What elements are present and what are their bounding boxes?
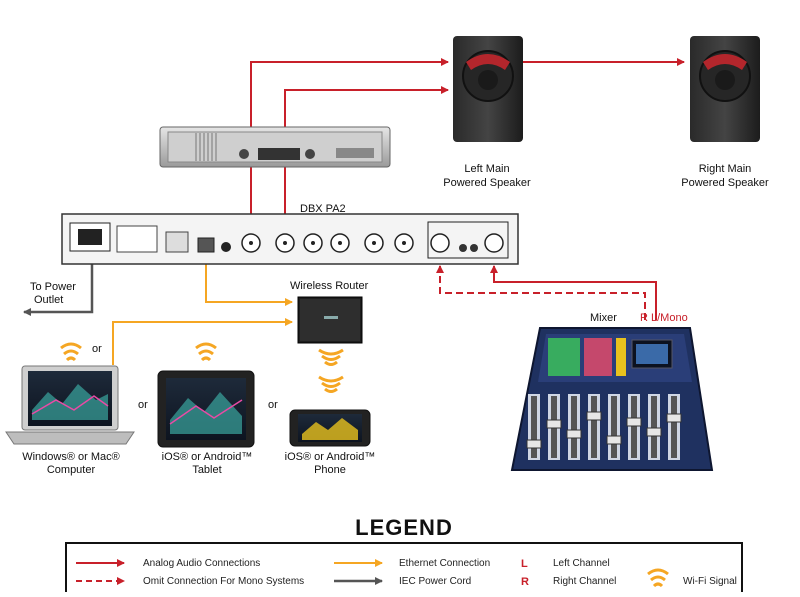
legend-analog: Analog Audio Connections: [143, 558, 260, 569]
wifi-icon: [59, 342, 83, 362]
dbx-label: DBX PA2: [300, 203, 346, 215]
amplifier-vents: [195, 133, 217, 161]
right-speaker-label: Right Main: [699, 163, 752, 175]
legend-wifi-icon: [646, 568, 670, 588]
tablet-icon: [157, 370, 255, 448]
cables: [23, 58, 685, 365]
tablet-label-2: Tablet: [192, 464, 221, 476]
analog-cable-mixer-dbx: [490, 265, 657, 320]
ethernet-port-icon: [197, 237, 215, 253]
legend-r-desc: Right Channel: [553, 576, 616, 587]
left-speaker-label-2: Powered Speaker: [443, 177, 531, 189]
legend-r-key: R: [521, 576, 529, 588]
dbx-pa2: [61, 213, 519, 265]
router-label: Wireless Router: [290, 280, 369, 292]
or-label: or: [268, 399, 278, 411]
legend-power: IEC Power Cord: [399, 576, 471, 587]
or-label: or: [92, 343, 102, 355]
power-cable: [23, 250, 94, 316]
or-label: or: [138, 399, 148, 411]
wifi-icon: [194, 342, 218, 362]
mixer-icon: [510, 327, 714, 471]
phone-icon: [289, 409, 371, 447]
legend-wifi: Wi-Fi Signal: [683, 576, 737, 587]
right-speaker-label-2: Powered Speaker: [681, 177, 769, 189]
computer-label: Windows® or Mac®: [22, 451, 120, 463]
amplifier-knob-icon: [305, 149, 315, 159]
legend-omit: Omit Connection For Mono Systems: [143, 576, 304, 587]
phone-label-2: Phone: [314, 464, 346, 476]
legend-title: LEGEND: [355, 515, 453, 540]
legend-l-desc: Left Channel: [553, 558, 610, 569]
amplifier: [159, 126, 391, 168]
router-icon: [297, 296, 363, 344]
power-label-2: Outlet: [34, 294, 63, 306]
power-label: To Power: [30, 281, 76, 293]
phone-label: iOS® or Android™: [285, 451, 376, 463]
legend-l-key: L: [521, 558, 528, 570]
tablet-label: iOS® or Android™: [162, 451, 253, 463]
computer-label-2: Computer: [47, 464, 96, 476]
right-speaker: [690, 36, 760, 142]
ethernet-cable-dbx-router: [205, 253, 293, 306]
analog-cable-dbx-amp-2: [284, 86, 449, 240]
left-speaker: [453, 36, 523, 142]
ethernet-cable-computer-router: [112, 318, 293, 365]
wifi-icon: [317, 348, 345, 366]
wifi-icon: [317, 375, 345, 393]
laptop-icon: [5, 365, 135, 445]
mixer-lmono-label: L/Mono: [651, 312, 688, 324]
omit-cable-mixer-dbx: [436, 265, 646, 320]
mixer-label: Mixer: [590, 312, 617, 324]
left-speaker-label: Left Main: [464, 163, 509, 175]
legend-ethernet: Ethernet Connection: [399, 558, 490, 569]
legend-box: Analog Audio Connections Omit Connection…: [65, 542, 743, 592]
amplifier-knob-icon: [239, 149, 249, 159]
mixer-r-label: R: [640, 312, 648, 324]
analog-cable-dbx-amp: [250, 58, 449, 240]
